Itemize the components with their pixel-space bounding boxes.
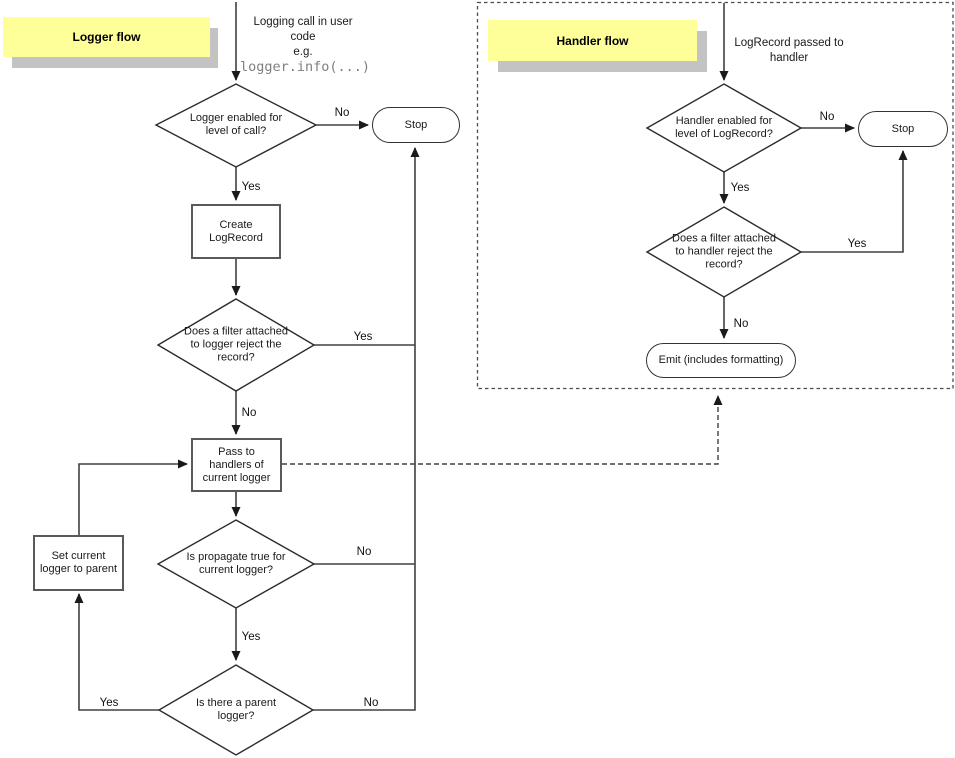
create-logrecord-label: Create LogRecord	[209, 218, 263, 244]
label-handler-enabled-no: No	[819, 111, 835, 123]
edge-parent-yes-to-setparent	[74, 593, 159, 711]
handler-flow-sticky: Handler flow	[488, 20, 697, 61]
label-logger-enabled-no: No	[334, 107, 350, 119]
node-emit: Emit (includes formatting)	[646, 343, 796, 378]
logger-start-annotation: Logging call in user code e.g. logger.in…	[240, 15, 371, 75]
node-handler-stop: Stop	[858, 111, 948, 147]
logger-start-text: Logging call in user code	[253, 16, 353, 43]
handler-flow-title: Handler flow	[556, 33, 629, 48]
emit-label: Emit (includes formatting)	[658, 354, 784, 366]
handler-stop-label: Stop	[891, 122, 915, 135]
logger-flow-sticky: Logger flow	[3, 17, 210, 57]
propagate-label: Is propagate true for current logger?	[186, 551, 286, 576]
node-create-logrecord: Create LogRecord	[191, 204, 281, 259]
node-pass-handlers: Pass to handlers of current logger	[191, 438, 282, 492]
handler-enabled-label: Handler enabled for level of LogRecord?	[675, 115, 773, 140]
logger-start-code: logger.info(...)	[240, 59, 371, 75]
handler-filter-label: Does a filter attached to handler reject…	[672, 232, 776, 271]
edge-hfilter-yes-to-hstop	[801, 150, 908, 253]
logger-start-eg: e.g.	[293, 46, 313, 58]
edge-setparent-to-pass	[78, 459, 188, 536]
set-parent-label: Set current logger to parent	[39, 550, 118, 575]
edge-parent-no-to-stop	[313, 147, 420, 711]
label-propagate-no: No	[356, 546, 372, 558]
label-handler-filter-yes: Yes	[847, 238, 867, 250]
label-logger-filter-no: No	[241, 407, 257, 419]
handler-flow-container-border	[476, 1, 954, 390]
logger-filter-label: Does a filter attached to logger reject …	[184, 325, 288, 364]
label-handler-enabled-yes: Yes	[730, 182, 750, 194]
logger-enabled-label: Logger enabled for level of call?	[189, 112, 283, 137]
handler-start-annotation: LogRecord passed to handler	[734, 37, 844, 64]
label-logger-filter-yes: Yes	[353, 331, 373, 343]
label-logger-enabled-yes: Yes	[241, 181, 261, 193]
label-propagate-yes: Yes	[241, 631, 261, 643]
label-handler-filter-no: No	[733, 318, 749, 330]
node-logger-stop: Stop	[372, 107, 460, 143]
diamond-logger-filter	[156, 298, 316, 392]
diamond-logger-enabled	[154, 83, 318, 168]
node-set-parent: Set current logger to parent	[33, 535, 124, 591]
label-parent-no: No	[363, 697, 379, 709]
pass-handlers-label: Pass to handlers of current logger	[202, 445, 271, 484]
logger-stop-label: Stop	[404, 118, 428, 131]
logger-flow-title: Logger flow	[72, 30, 141, 44]
diamond-handler-filter	[645, 206, 803, 298]
parent-logger-label: Is there a parent logger?	[195, 697, 277, 722]
diamond-propagate	[156, 519, 316, 609]
edge-pass-to-handler-flow	[282, 395, 723, 465]
diamond-parent-logger	[157, 664, 315, 756]
label-parent-yes: Yes	[99, 697, 119, 709]
diamond-handler-enabled	[645, 83, 803, 173]
